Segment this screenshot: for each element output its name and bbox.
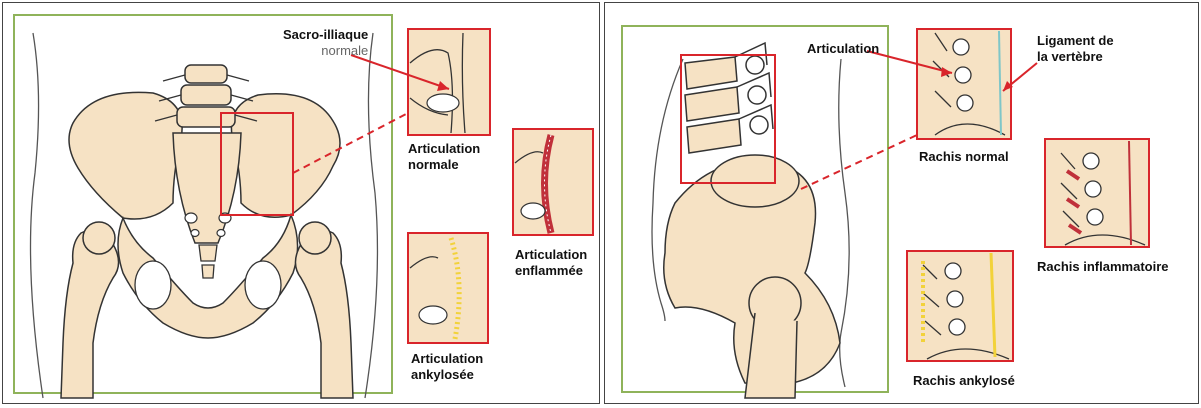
ankylosed-joint-label: Articulation ankylosée bbox=[411, 351, 483, 383]
ligament-label: Ligament de la vertèbre bbox=[1037, 33, 1114, 65]
pelvis-panel: Sacro-illiaque normale Articulation norm… bbox=[2, 2, 600, 404]
right-femur bbox=[295, 230, 353, 398]
sacrum-dome bbox=[711, 155, 799, 207]
lateral-lumbar-spine bbox=[685, 43, 773, 153]
spine-zoom-connector bbox=[801, 135, 917, 189]
articulation-label: Articulation bbox=[807, 41, 879, 57]
vertebra-1 bbox=[185, 65, 227, 83]
sacroiliac-label: Sacro-illiaque normale bbox=[283, 27, 368, 59]
normal-joint-label: Articulation normale bbox=[408, 141, 480, 173]
left-iliac-wing bbox=[69, 92, 182, 219]
inflammatory-spine-inset bbox=[1045, 139, 1149, 247]
vertebra-2 bbox=[181, 85, 231, 105]
inflamed-joint-label: Articulation enflammée bbox=[515, 247, 587, 279]
rachis-inflammatoire-label: Rachis inflammatoire bbox=[1037, 259, 1169, 275]
pelvis-illustration bbox=[3, 3, 601, 405]
vertebra-3 bbox=[177, 107, 235, 127]
ankylosed-joint-inset bbox=[408, 233, 488, 343]
spine-panel: Articulation Ligament de la vertèbre Rac… bbox=[604, 2, 1199, 404]
left-femur bbox=[61, 230, 119, 398]
normal-joint-inset bbox=[408, 29, 490, 135]
coccyx bbox=[199, 245, 217, 261]
inflamed-joint-inset bbox=[513, 129, 593, 235]
femur-shaft bbox=[745, 313, 797, 398]
normal-spine-inset bbox=[917, 29, 1011, 139]
rachis-ankylose-label: Rachis ankylosé bbox=[913, 373, 1015, 389]
ankylosed-spine-inset bbox=[907, 251, 1013, 361]
sacrum bbox=[173, 133, 241, 243]
rachis-normal-label: Rachis normal bbox=[919, 149, 1009, 165]
